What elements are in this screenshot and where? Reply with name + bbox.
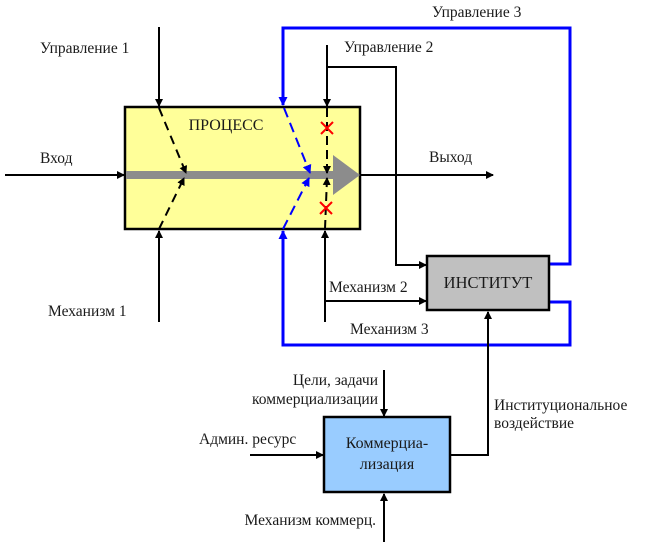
control3-dashed	[283, 107, 312, 174]
mechanism1-label: Механизм 1	[48, 303, 127, 320]
main-flow-arrow	[126, 155, 360, 195]
control1-label: Управление 1	[40, 40, 129, 57]
institutional-impact-label-line1: Институциональное	[494, 397, 627, 414]
mechanism2-blocked-mark	[319, 201, 333, 215]
commercialization-box	[322, 415, 452, 494]
control3-label: Управление 3	[432, 4, 522, 21]
process-box-label: ПРОЦЕСС	[189, 117, 264, 134]
control2-to-institute	[327, 66, 427, 269]
output-label: Выход	[429, 149, 472, 166]
mechanism3-feedback-loop	[278, 230, 572, 347]
admin-resource-label: Админ. ресурс	[199, 431, 296, 448]
institute-box-label: ИНСТИТУТ	[444, 273, 533, 292]
commercialization-box-label-line2: лизация	[360, 456, 415, 473]
control2-label: Управление 2	[344, 39, 433, 56]
commercialization-box-label-line1: Коммерциа-	[346, 435, 428, 452]
input-label: Вход	[40, 150, 73, 167]
mechanism2-dashed	[322, 177, 331, 230]
commerce-mechanism-label: Механизм коммерц.	[245, 512, 376, 529]
mechanism3-label: Механизм 3	[350, 321, 429, 338]
mechanism3-dashed	[282, 177, 310, 230]
mechanism1-dashed	[158, 177, 185, 230]
process-box	[123, 105, 362, 231]
institutional-impact-label-line2: воздействие	[494, 415, 574, 432]
control2-blocked-mark	[320, 121, 334, 135]
institute-box	[425, 254, 551, 312]
control3-feedback-loop	[278, 26, 572, 266]
goals-label-line2: коммерциализации	[252, 391, 378, 408]
control1-dashed	[158, 107, 188, 174]
mechanism2-label: Механизм 2	[329, 279, 408, 296]
goals-label-line1: Цели, задачи	[293, 372, 378, 389]
institutional-impact-arrow	[450, 311, 492, 456]
